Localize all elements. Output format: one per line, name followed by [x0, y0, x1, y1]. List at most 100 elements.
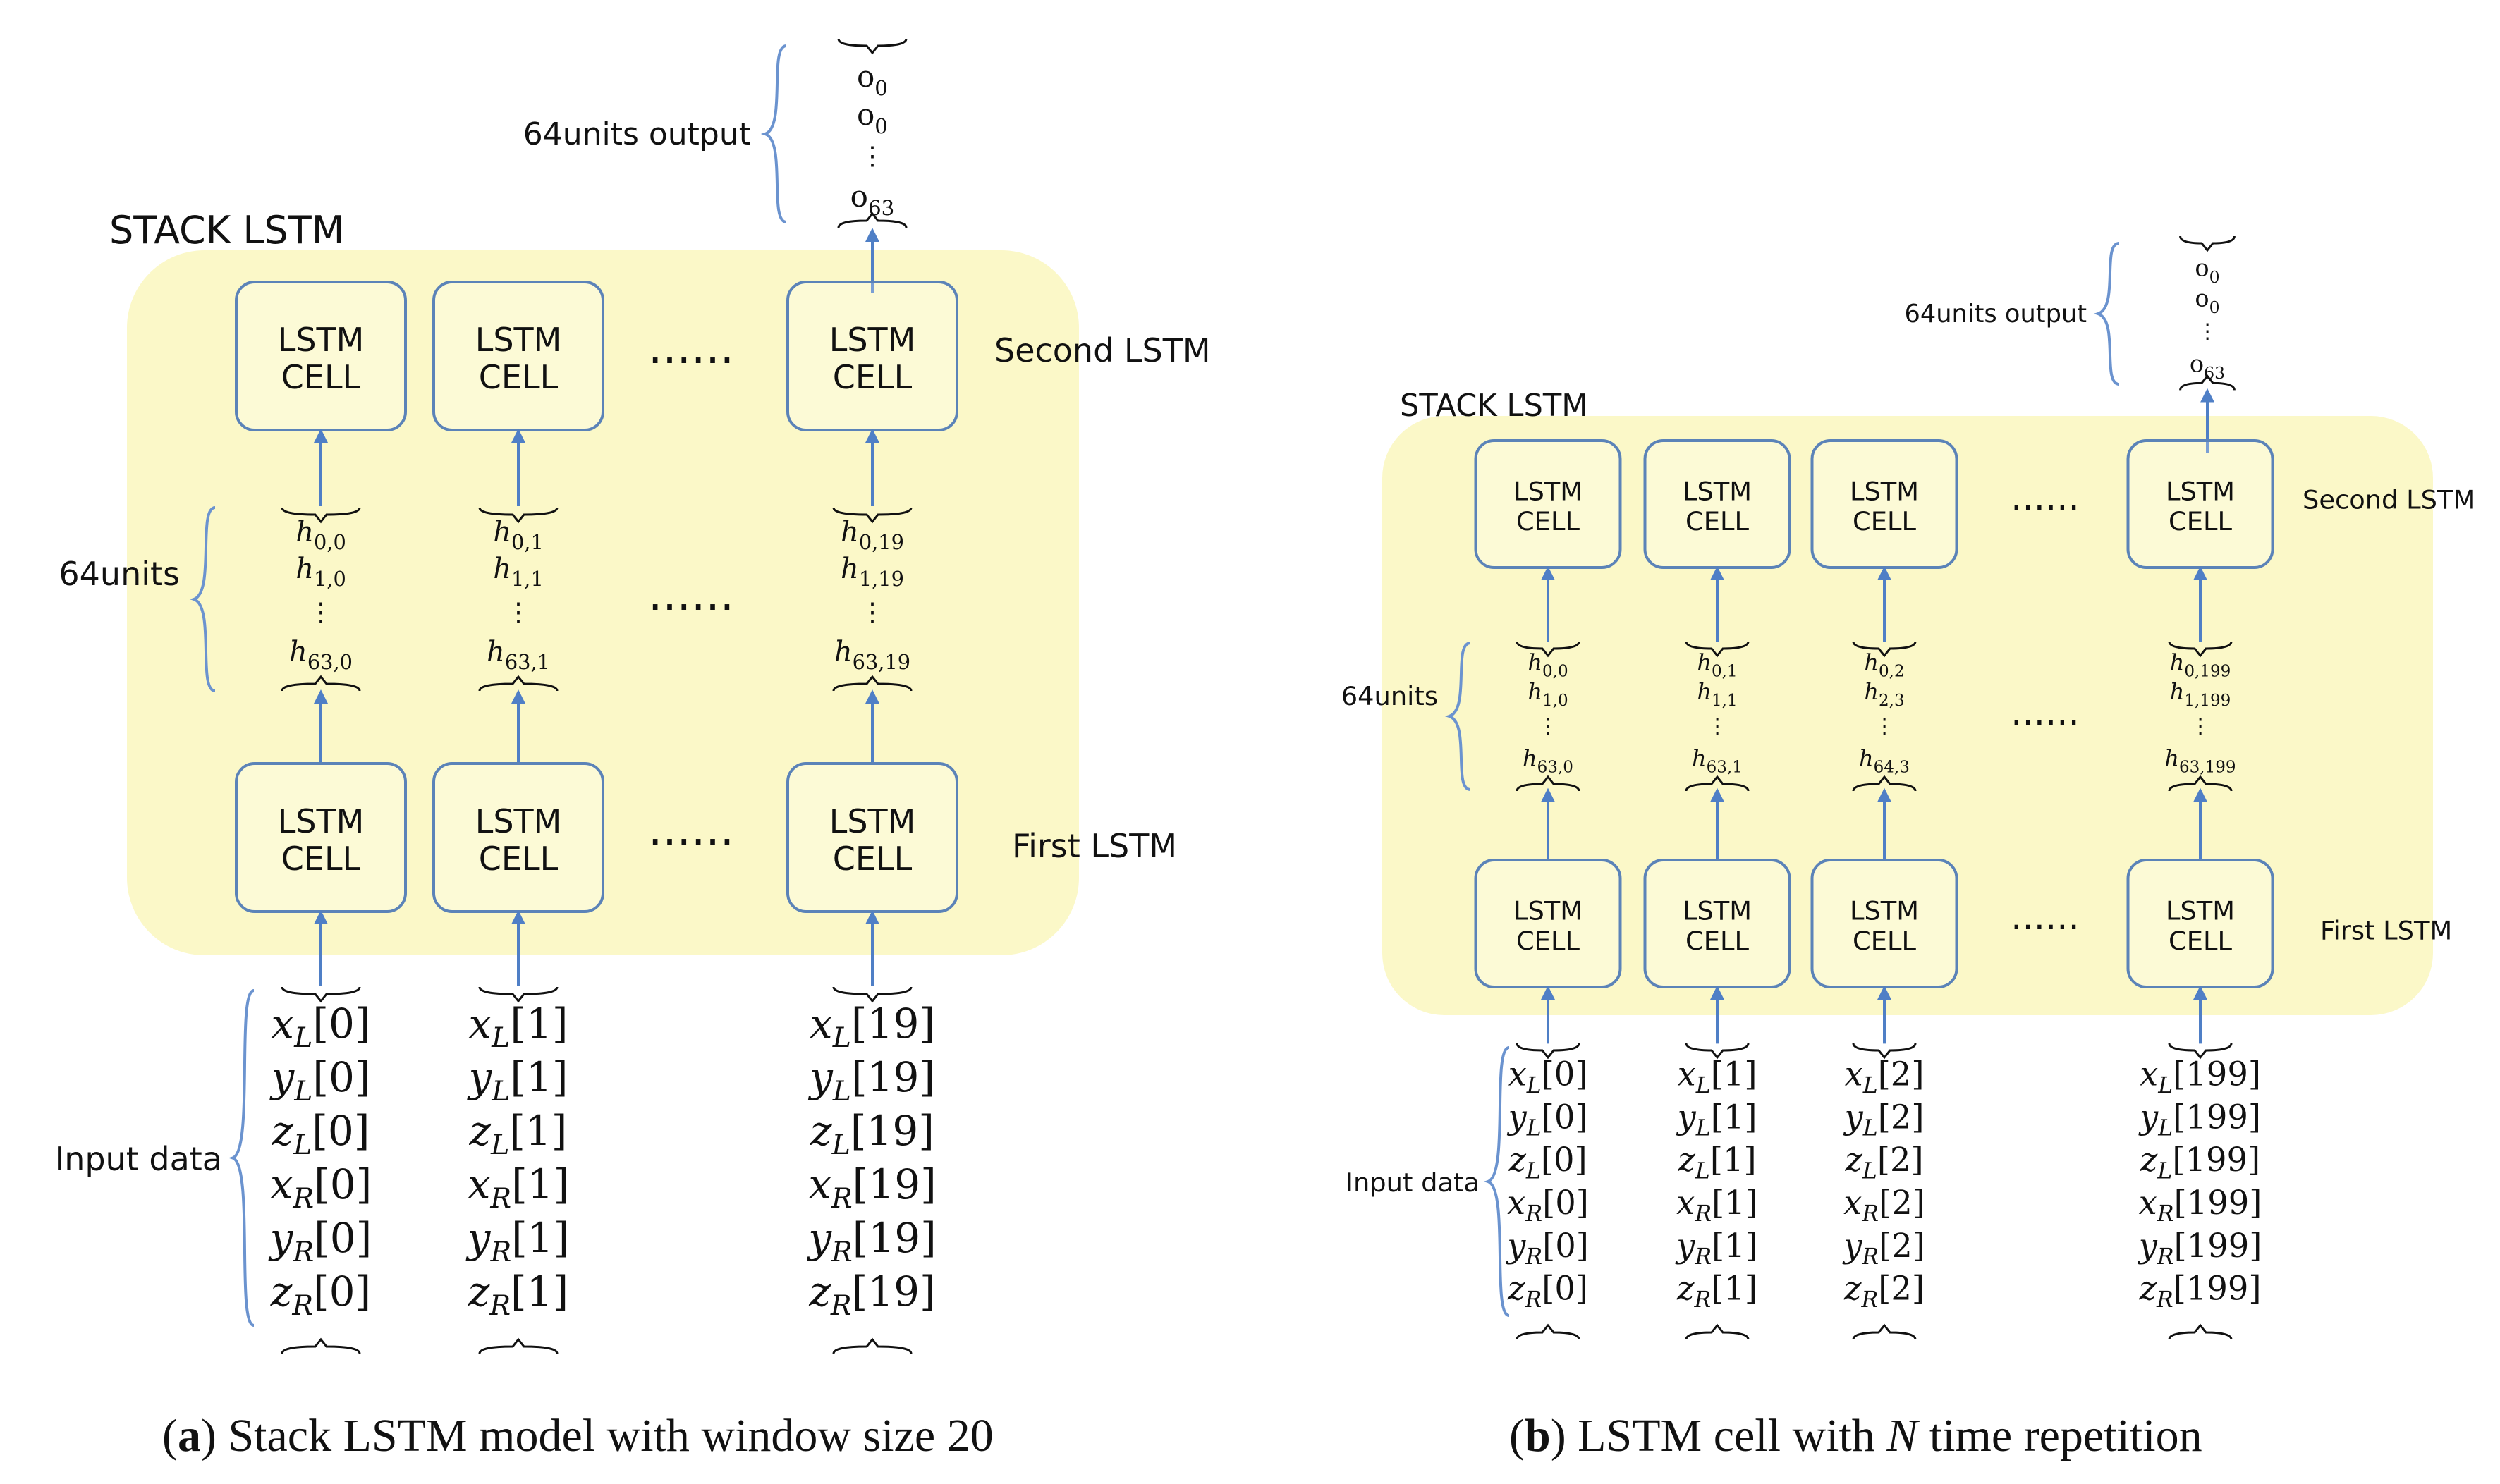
- input-xr: xR[1]: [468, 1160, 570, 1215]
- first-lstm-label: First LSTM: [1012, 827, 1177, 865]
- hidden-bottom-bracket: [1685, 775, 1750, 792]
- column-0: LSTMCELLh0,0h1,0⋮h63,0LSTMCELLxL[0]yL[0]…: [1474, 439, 1622, 1340]
- input-yr: yR[1]: [465, 1214, 570, 1268]
- output-brace: [760, 44, 787, 223]
- output-vdots: ⋮: [2197, 319, 2218, 343]
- first-row-ellipsis: ......: [648, 804, 734, 856]
- input-bottom-bracket: [1852, 1323, 1917, 1340]
- hidden-unit-last: h63,1: [1692, 744, 1743, 776]
- hidden-unit-last: h64,3: [1859, 744, 1910, 776]
- first-row-ellipsis: ......: [2011, 896, 2080, 938]
- lstm-cell-label-line1: LSTM: [1683, 476, 1752, 506]
- lstm-cell-label-line1: LSTM: [2166, 476, 2235, 506]
- lstm-cell-label-line1: LSTM: [829, 802, 916, 840]
- hidden-unit-second: h1,1: [1697, 678, 1737, 710]
- hidden-unit-last: h63,0: [1523, 744, 1573, 776]
- input-label: Input data: [55, 1140, 222, 1178]
- input-yl: yL[0]: [1507, 1098, 1588, 1141]
- hidden-top-bracket: [1516, 641, 1580, 658]
- hidden-row-ellipsis: ......: [2011, 692, 2080, 734]
- hidden-unit-last: h63,199: [2164, 744, 2236, 776]
- input-yl: yL[19]: [807, 1053, 935, 1108]
- hidden-vdots: ⋮: [2190, 714, 2211, 738]
- hidden-row-ellipsis: ......: [648, 569, 734, 621]
- second-row-ellipsis: ......: [2011, 477, 2080, 519]
- hidden-top-bracket: [281, 507, 361, 524]
- units-label: 64units: [59, 555, 180, 593]
- lstm-cell-label-line1: LSTM: [829, 321, 916, 359]
- stack-lstm-background: [127, 250, 1079, 955]
- lstm-cell-label-line2: CELL: [479, 358, 559, 396]
- input-zr: zR[0]: [1507, 1270, 1588, 1313]
- output-o63: o63: [2190, 350, 2225, 382]
- input-xr: xR[1]: [1676, 1184, 1758, 1227]
- hidden-bottom-bracket: [478, 675, 559, 692]
- hidden-unit-second: h1,19: [841, 553, 904, 591]
- hidden-top-bracket: [832, 507, 913, 524]
- input-xr: xR[199]: [2139, 1184, 2262, 1227]
- lstm-cell-label-line2: CELL: [2169, 506, 2232, 536]
- stack-lstm-title: STACK LSTM: [1400, 388, 1588, 424]
- lstm-cell-label-line2: CELL: [833, 840, 913, 878]
- lstm-cell-label-line2: CELL: [1853, 506, 1916, 536]
- input-zl: zL[0]: [1508, 1141, 1587, 1184]
- input-brace: [1483, 1046, 1510, 1317]
- hidden-vdots: ⋮: [1538, 714, 1559, 738]
- second-lstm-label: Second LSTM: [2303, 484, 2475, 515]
- hidden-top-bracket: [1852, 641, 1917, 658]
- output-o63: o63: [850, 179, 895, 220]
- output-label: 64units output: [523, 116, 751, 152]
- column-2: LSTMCELLh0,2h2,3⋮h64,3LSTMCELLxL[2]yL[2]…: [1810, 439, 1958, 1340]
- lstm-cell-label-line2: CELL: [833, 358, 913, 396]
- hidden-vdots: ⋮: [308, 598, 334, 627]
- second-row-ellipsis: ......: [648, 322, 734, 374]
- hidden-bottom-bracket: [1852, 775, 1917, 792]
- input-zr: zR[1]: [1676, 1270, 1757, 1313]
- input-zl: zL[1]: [1677, 1141, 1756, 1184]
- input-zr: zR[1]: [468, 1268, 568, 1322]
- input-zr: zR[2]: [1843, 1270, 1925, 1313]
- hidden-unit-second: h1,1: [493, 553, 544, 591]
- input-xr: xR[0]: [270, 1160, 372, 1215]
- input-yl: yL[1]: [1676, 1098, 1757, 1141]
- lstm-cell-label-line1: LSTM: [1513, 476, 1583, 506]
- input-xr: xR[2]: [1843, 1184, 1925, 1227]
- input-xr: xR[19]: [808, 1160, 936, 1215]
- lstm-cell-label-line2: CELL: [281, 840, 361, 878]
- input-xl: xL[2]: [1845, 1055, 1925, 1098]
- input-top-bracket: [1685, 1043, 1750, 1060]
- input-zl: zL[0]: [272, 1107, 370, 1161]
- input-zl: zL[1]: [469, 1107, 568, 1161]
- input-zl: zL[19]: [810, 1107, 934, 1161]
- input-xl: xL[1]: [1678, 1055, 1757, 1098]
- output-bottom-bracket: [837, 211, 908, 228]
- lstm-cell-label-line2: CELL: [1516, 506, 1580, 536]
- output-o0-second: o0: [857, 97, 888, 138]
- lstm-cell-label-line1: LSTM: [278, 321, 365, 359]
- lstm-cell-label-line2: CELL: [1685, 926, 1749, 956]
- column-1: LSTMCELLh0,1h1,1⋮h63,1LSTMCELLxL[1]yL[1]…: [432, 281, 604, 1354]
- hidden-top-bracket: [1685, 641, 1750, 658]
- lstm-cell-label-line1: LSTM: [1513, 895, 1583, 926]
- caption-b: (b) LSTM cell with N time repetition: [1509, 1410, 2202, 1461]
- output-top-bracket: [837, 38, 908, 55]
- hidden-unit-top: h0,1: [1697, 649, 1737, 680]
- hidden-unit-top: h0,0: [1528, 649, 1568, 680]
- input-yl: yL[0]: [269, 1053, 370, 1108]
- caption-a: (a) Stack LSTM model with window size 20: [162, 1410, 994, 1461]
- input-top-bracket: [478, 986, 559, 1003]
- units-brace: [1444, 642, 1471, 791]
- input-bottom-bracket: [832, 1337, 913, 1354]
